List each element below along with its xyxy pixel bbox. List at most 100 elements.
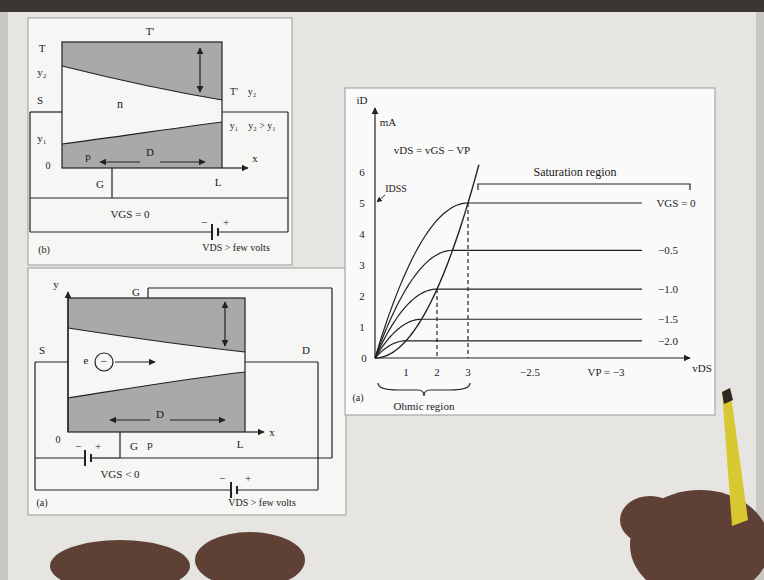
drawing-part xyxy=(230,482,232,498)
drawing-part xyxy=(377,195,385,202)
diagram-label: S xyxy=(39,345,45,356)
diagram-label: y₁ xyxy=(37,133,46,144)
diagram-label: y₁ xyxy=(230,121,239,131)
diagram-label: y₂ > y₁ xyxy=(248,121,276,131)
drawing-part xyxy=(147,288,148,298)
drawing-part xyxy=(331,288,332,458)
diagram-label: T' xyxy=(230,87,238,97)
drawing-part xyxy=(62,122,222,144)
ohmic-curve xyxy=(375,250,453,358)
drawing-part xyxy=(91,457,120,458)
panel-b xyxy=(28,18,292,265)
diagram-label: 1 xyxy=(403,367,409,378)
diagram-label: vDS xyxy=(692,363,712,374)
drawing-part xyxy=(224,302,225,346)
diagram-label: VGS < 0 xyxy=(100,469,139,480)
diagram-label: y₂ xyxy=(37,67,46,78)
drawing-part xyxy=(68,372,245,432)
drawing-part xyxy=(199,48,200,92)
diagram-label: (a) xyxy=(352,393,363,403)
diagram-label: (b) xyxy=(38,245,50,255)
diagram-label: G xyxy=(130,441,138,452)
drawing-part xyxy=(218,231,288,232)
pinch-off-locus xyxy=(375,165,479,358)
ohmic-curve xyxy=(375,319,422,358)
chart-curves xyxy=(375,165,642,358)
diagram-label: e xyxy=(84,355,89,366)
diagram-label: + xyxy=(223,217,229,228)
hands xyxy=(50,490,764,580)
drawing-part xyxy=(436,289,437,358)
drawing-part xyxy=(95,353,113,371)
drawing-part xyxy=(30,231,212,232)
drawing-part xyxy=(29,112,30,232)
panel-a xyxy=(28,268,346,515)
diagram-label: 0 xyxy=(46,161,51,171)
diagram-label: D xyxy=(302,345,310,356)
drawing-part xyxy=(375,357,690,358)
diagram-label: x xyxy=(269,427,275,438)
drawing-part xyxy=(478,184,690,190)
diagram-label: − xyxy=(101,355,108,367)
diagram-label: − xyxy=(219,473,225,484)
diagram-label: 2 xyxy=(359,291,365,302)
diagram-label: T xyxy=(39,43,46,54)
diagram-label: −2.5 xyxy=(520,367,540,378)
diagram-label: L xyxy=(215,177,222,188)
drawing-part xyxy=(115,361,155,362)
saturation-line xyxy=(437,289,642,290)
chart-panel xyxy=(345,88,715,415)
diagram-label: S xyxy=(37,95,43,106)
diagram-label: −1.0 xyxy=(658,284,678,295)
diagram-label: 0 xyxy=(361,353,367,364)
diagram-label: T' xyxy=(146,26,155,37)
diagram-label: mA xyxy=(380,117,397,128)
drawing-part xyxy=(30,111,62,112)
drawing-part xyxy=(35,489,231,490)
saturation-line xyxy=(468,202,642,203)
drawing-part xyxy=(236,486,238,494)
diagram-label: (a) xyxy=(36,498,47,508)
diagram-label: − xyxy=(75,441,81,452)
drawing-part xyxy=(34,362,35,490)
drawing-part xyxy=(68,328,245,352)
marker-pen xyxy=(722,388,748,526)
chart-axes xyxy=(375,108,690,396)
drawing-part xyxy=(119,432,120,458)
drawing-part xyxy=(722,388,748,526)
drawing-part xyxy=(30,197,288,198)
diagram-label: VGS = 0 xyxy=(110,209,149,220)
drawing-part xyxy=(100,161,140,162)
diagram-label: 1 xyxy=(359,322,365,333)
drawing-part xyxy=(222,111,288,112)
drawing-part xyxy=(620,496,680,544)
drawing-part xyxy=(374,108,375,358)
drawing-part xyxy=(170,419,225,420)
drawing-part xyxy=(195,532,305,580)
diagram-label: G xyxy=(96,179,104,190)
drawing-part xyxy=(62,122,222,168)
drawing-part xyxy=(68,372,245,398)
ohmic-curve xyxy=(375,341,406,358)
diagram-label: − xyxy=(201,217,207,228)
diagram-label: + xyxy=(245,473,251,484)
device-a xyxy=(35,288,332,498)
drawing-part xyxy=(217,228,219,236)
drawing-part xyxy=(68,298,245,352)
diagram-label: VGS = 0 xyxy=(656,198,695,209)
saturation-line xyxy=(422,319,643,320)
device-b xyxy=(30,42,288,240)
saturation-line xyxy=(406,340,642,341)
diagram-label: + xyxy=(95,441,101,452)
diagram-label: −2.0 xyxy=(658,336,678,347)
diagram-label: iD xyxy=(357,95,368,106)
drawing-part xyxy=(722,388,733,404)
drawing-part xyxy=(245,361,318,362)
diagram-label: G xyxy=(132,287,140,298)
drawing-part xyxy=(62,66,222,100)
diagram-label: x xyxy=(252,153,258,164)
diagram-label: p xyxy=(147,439,153,450)
diagram-label: D xyxy=(146,147,154,158)
